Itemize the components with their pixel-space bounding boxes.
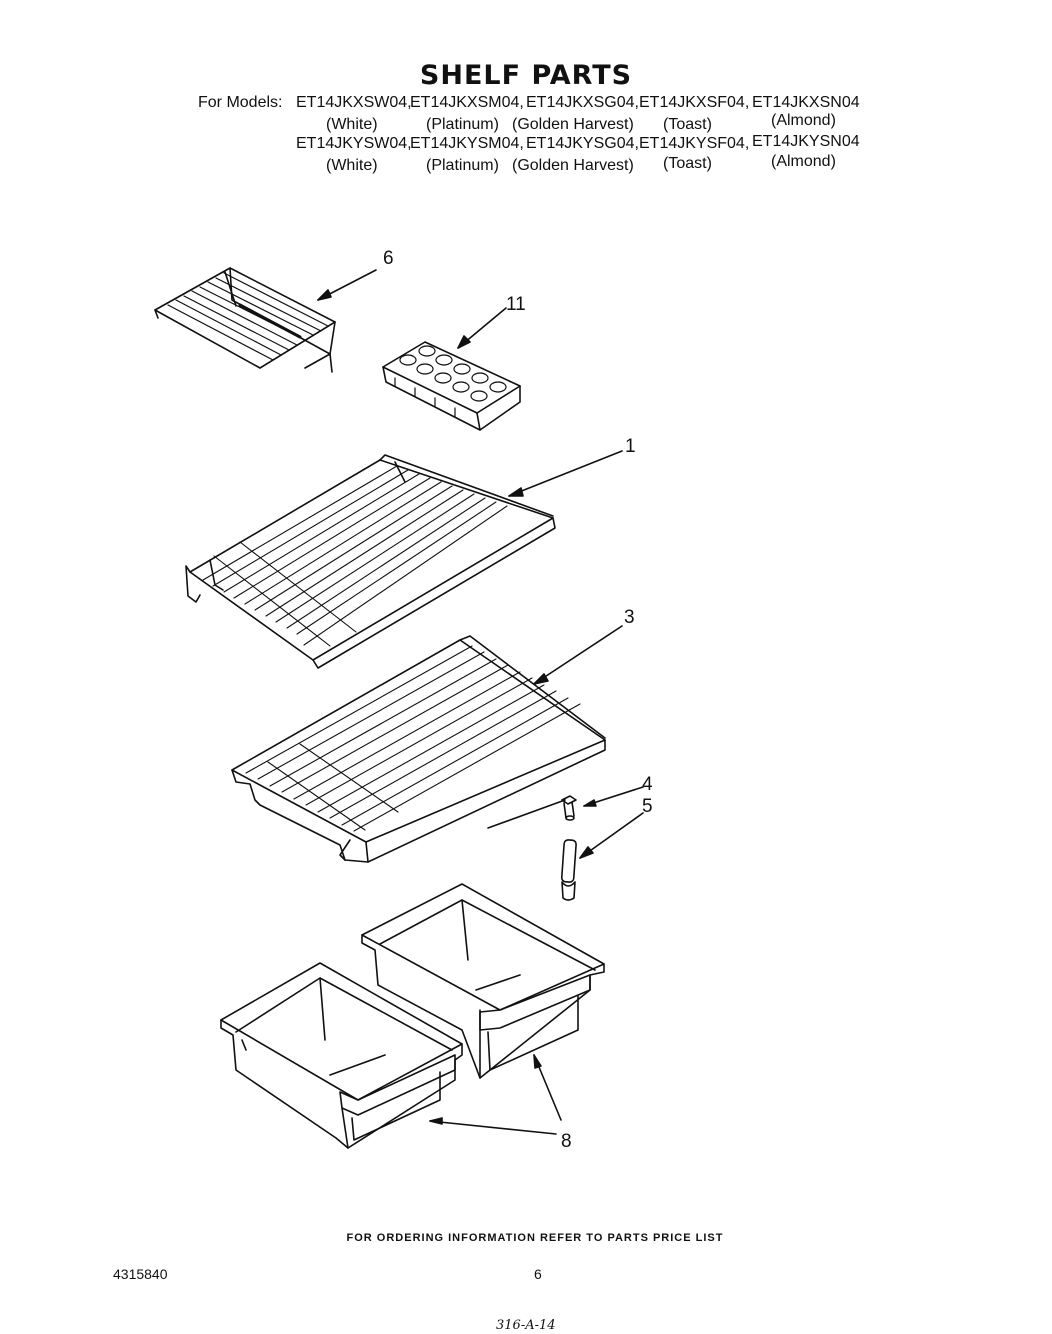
page-number: 6: [534, 1266, 542, 1282]
wire-shelf-small: [154, 267, 336, 373]
handwritten-note: 316-A-14: [496, 1318, 556, 1333]
arrow-head: [457, 335, 471, 349]
model-number: ET14JKXSN04: [752, 94, 860, 111]
model-color: (Platinum): [426, 157, 499, 174]
arrow-head: [533, 673, 549, 685]
crisper-drawer-right: [361, 883, 605, 1079]
model-color: (Golden Harvest): [512, 157, 634, 174]
model-color: (Almond): [771, 112, 836, 129]
model-number: ET14JKXSF04,: [639, 94, 750, 111]
model-number: ET14JKYSN04: [752, 133, 860, 150]
arrow-head: [317, 289, 332, 301]
for-models-label: For Models:: [198, 94, 283, 111]
model-color: (Toast): [663, 155, 712, 172]
callout-11: 11: [506, 294, 526, 315]
page-title: SHELF PARTS: [419, 60, 633, 91]
model-number: ET14JKYSF04,: [639, 135, 750, 152]
crisper-cover-shelf: [231, 635, 606, 863]
leader-line-1: [508, 450, 623, 497]
model-color: (White): [326, 157, 378, 174]
model-color: (Almond): [771, 153, 836, 170]
arrow-head: [583, 799, 597, 807]
wire-shelf-large: [185, 454, 556, 669]
arrow-head: [579, 846, 594, 859]
callout-5: 5: [642, 796, 653, 817]
model-color: (Platinum): [426, 116, 499, 133]
model-color: (Toast): [663, 116, 712, 133]
model-number: ET14JKYSM04,: [410, 135, 524, 152]
model-color: (Golden Harvest): [512, 116, 634, 133]
callout-6: 6: [383, 248, 394, 269]
arrow-head: [429, 1117, 443, 1125]
model-number: ET14JKXSM04,: [410, 94, 524, 111]
crisper-drawer-left: [220, 962, 463, 1149]
model-number: ET14JKYSW04,: [296, 135, 412, 152]
ice-cube-tray: [382, 341, 521, 431]
leader-line-3: [533, 625, 623, 685]
callout-3: 3: [624, 607, 635, 628]
callout-8: 8: [561, 1131, 572, 1152]
arrow-head: [508, 487, 524, 497]
callout-1: 1: [625, 436, 636, 457]
ordering-info-footer: FOR ORDERING INFORMATION REFER TO PARTS …: [346, 1232, 724, 1244]
model-color: (White): [326, 116, 378, 133]
leader-line-8b: [429, 1120, 557, 1135]
model-number: ET14JKYSG04,: [526, 135, 639, 152]
model-number: ET14JKXSG04,: [526, 94, 639, 111]
model-number: ET14JKXSW04,: [296, 94, 412, 111]
arrow-head: [533, 1054, 542, 1069]
callout-4: 4: [642, 774, 653, 795]
document-number: 4315840: [113, 1266, 168, 1282]
shelf-support-parts: [560, 795, 577, 901]
